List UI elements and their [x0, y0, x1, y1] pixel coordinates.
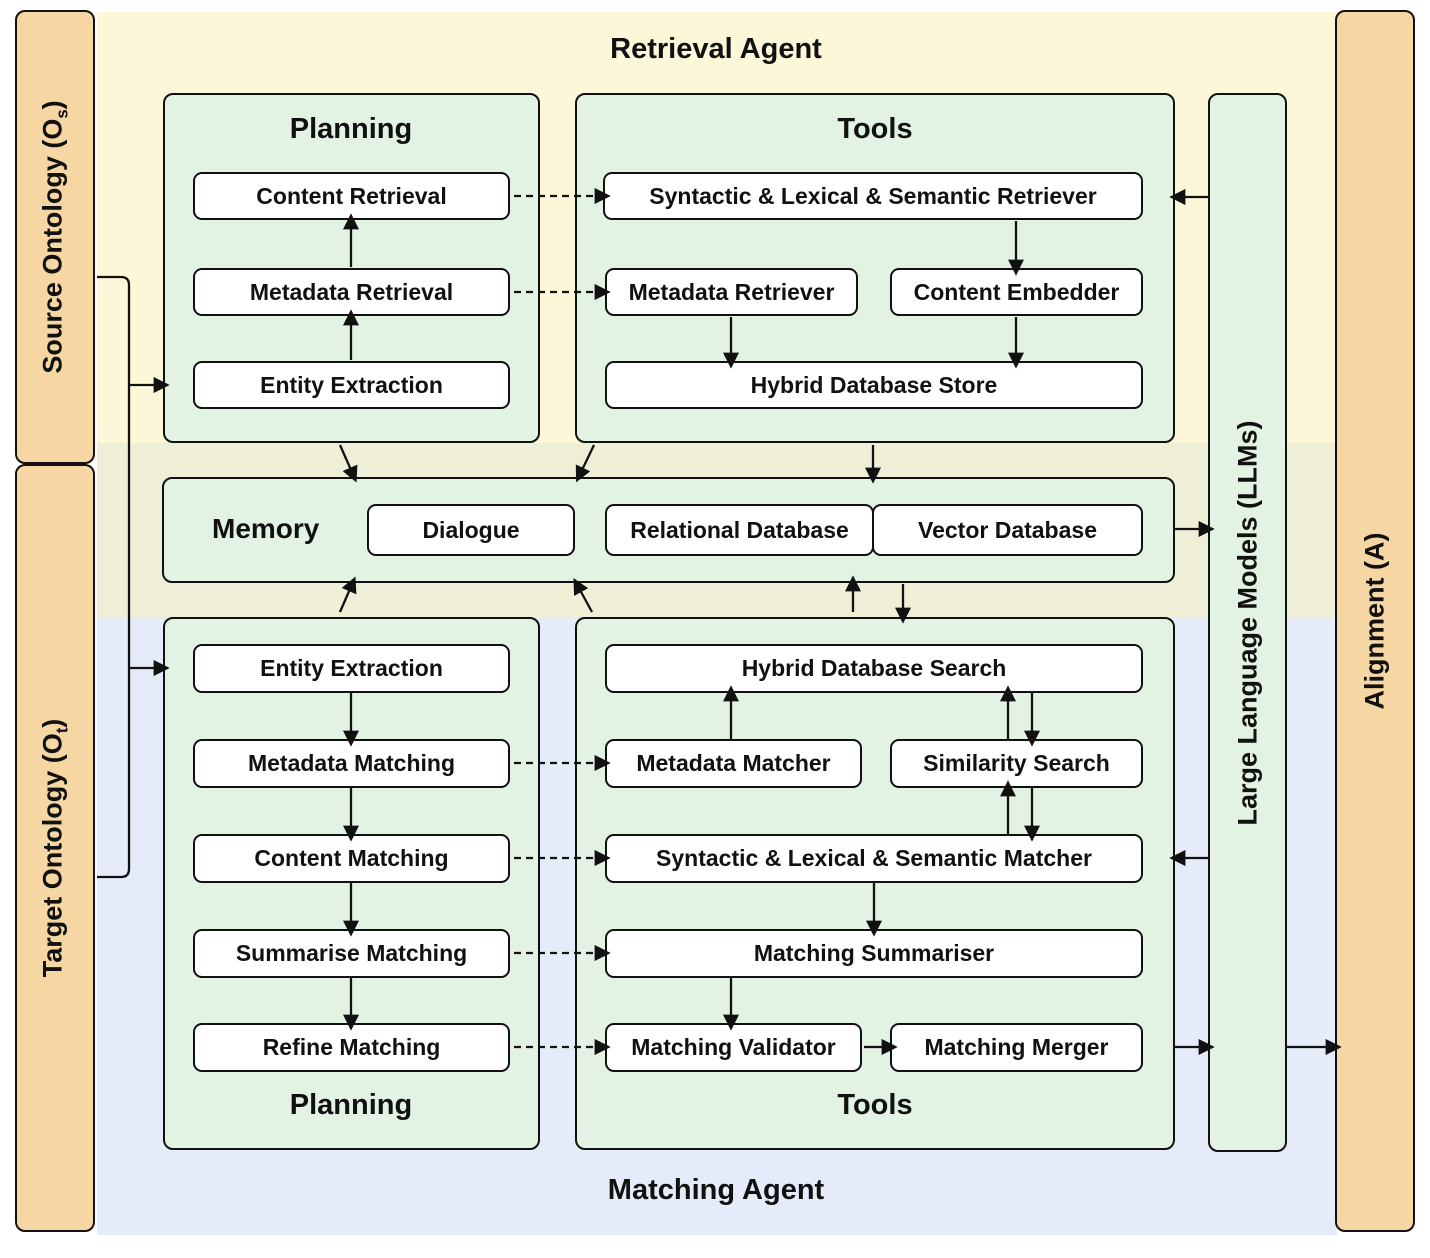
- similarity-search-box: Similarity Search: [890, 739, 1143, 788]
- matching-validator-box: Matching Validator: [605, 1023, 862, 1072]
- memory-label: Memory: [212, 513, 320, 544]
- syntactic-lexical-semantic-matcher-box: Syntactic & Lexical & Semantic Matcher: [605, 834, 1143, 883]
- target-ontology-bar: Target Ontology (Ot): [15, 464, 95, 1232]
- dialogue-box: Dialogue: [367, 504, 575, 556]
- matching-tools-title: Tools: [837, 1089, 913, 1121]
- content-embedder-box: Content Embedder: [890, 268, 1143, 316]
- hybrid-database-store-box: Hybrid Database Store: [605, 361, 1143, 409]
- retrieval-planning-title: Planning: [289, 113, 413, 145]
- llms-bar: Large Language Models (LLMs): [1208, 93, 1287, 1152]
- retrieval-agent-title: Retrieval Agent: [610, 33, 822, 65]
- summarise-matching-box: Summarise Matching: [193, 929, 510, 978]
- alignment-bar: Alignment (A): [1335, 10, 1415, 1232]
- vector-database-box: Vector Database: [872, 504, 1143, 556]
- matching-merger-box: Matching Merger: [890, 1023, 1143, 1072]
- relational-database-box: Relational Database: [605, 504, 874, 556]
- matching-planning-title: Planning: [289, 1089, 413, 1121]
- metadata-matcher-box: Metadata Matcher: [605, 739, 862, 788]
- source-ontology-bar: Source Ontology (Os): [15, 10, 95, 464]
- matching-summariser-box: Matching Summariser: [605, 929, 1143, 978]
- entity-extraction-retrieval-box: Entity Extraction: [193, 361, 510, 409]
- content-retrieval-box: Content Retrieval: [193, 172, 510, 220]
- matching-agent-title: Matching Agent: [607, 1174, 825, 1206]
- source-ontology-label: Source Ontology (Os): [37, 100, 72, 374]
- syntactic-lexical-semantic-retriever-box: Syntactic & Lexical & Semantic Retriever: [603, 172, 1143, 220]
- hybrid-database-search-box: Hybrid Database Search: [605, 644, 1143, 693]
- entity-extraction-matching-box: Entity Extraction: [193, 644, 510, 693]
- content-matching-box: Content Matching: [193, 834, 510, 883]
- alignment-label: Alignment (A): [1359, 532, 1390, 710]
- retrieval-tools-title: Tools: [837, 113, 913, 145]
- metadata-retrieval-box: Metadata Retrieval: [193, 268, 510, 316]
- refine-matching-box: Refine Matching: [193, 1023, 510, 1072]
- metadata-retriever-box: Metadata Retriever: [605, 268, 858, 316]
- metadata-matching-box: Metadata Matching: [193, 739, 510, 788]
- target-ontology-label: Target Ontology (Ot): [37, 718, 72, 978]
- llms-label: Large Language Models (LLMs): [1232, 419, 1262, 826]
